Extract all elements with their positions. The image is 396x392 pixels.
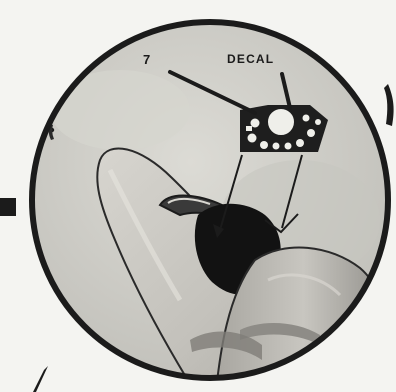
callout-number: 7 — [143, 52, 150, 67]
corner-stroke-mark — [33, 366, 48, 392]
right-edge-mark — [384, 84, 394, 126]
left-border-mark — [0, 198, 16, 216]
magnified-detail: 7 DECAL — [20, 10, 396, 392]
decal-label: DECAL — [227, 52, 274, 66]
